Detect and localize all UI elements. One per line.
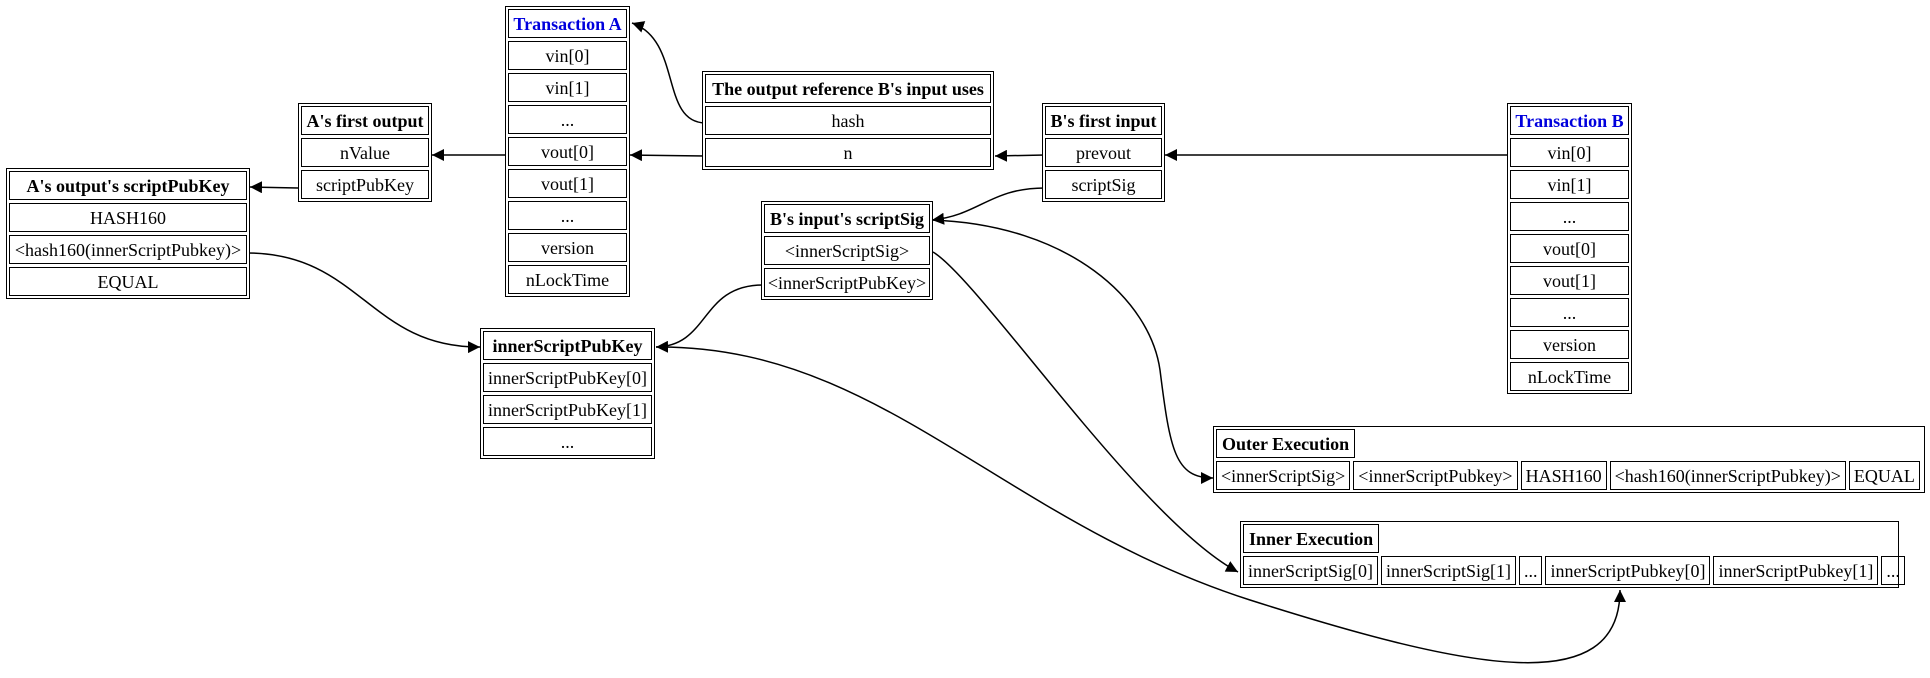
transaction-a-row: ...: [508, 105, 627, 134]
outer-execution-node: Outer Execution <innerScriptSig> <innerS…: [1213, 426, 1925, 493]
outer-execution-cell: <innerScriptSig>: [1216, 461, 1351, 490]
inner-scriptpubkey-row: innerScriptPubKey[0]: [483, 363, 652, 392]
transaction-b-row: ...: [1510, 202, 1629, 231]
transaction-b-row: ...: [1510, 298, 1629, 327]
transaction-a-row: version: [508, 233, 627, 262]
transaction-b-row: vin[1]: [1510, 170, 1629, 199]
inner-execution-node: Inner Execution innerScriptSig[0] innerS…: [1240, 521, 1905, 588]
b-input-scriptsig-title: B's input's scriptSig: [764, 204, 930, 233]
inner-execution-cell: innerScriptSig[1]: [1380, 556, 1516, 585]
inner-execution-cell: ...: [1881, 556, 1905, 585]
edge-prevout-to-n: [994, 149, 1046, 162]
output-reference-title: The output reference B's input uses: [705, 74, 991, 103]
transaction-a-row: ...: [508, 201, 627, 230]
edge-inner-sig-to-inner-exec: [932, 251, 1239, 573]
a-first-output-row: scriptPubKey: [301, 170, 429, 199]
b-input-scriptsig-node: B's input's scriptSig <innerScriptSig> <…: [761, 201, 933, 300]
b-first-input-row: scriptSig: [1045, 170, 1162, 199]
transaction-a-row: vout[1]: [508, 169, 627, 198]
transaction-b-row: vin[0]: [1510, 138, 1629, 167]
edge-hash-to-tx-a: [631, 21, 706, 124]
transaction-b-row: vout[1]: [1510, 266, 1629, 295]
transaction-a-row: vin[1]: [508, 73, 627, 102]
inner-execution-cell: innerScriptPubkey[0]: [1545, 556, 1711, 585]
b-first-input-row: prevout: [1045, 138, 1162, 167]
b-input-scriptsig-row: <innerScriptSig>: [764, 236, 930, 265]
outer-execution-cell: EQUAL: [1848, 461, 1920, 490]
inner-execution-cell: innerScriptSig[0]: [1243, 556, 1378, 585]
outer-execution-cell: <innerScriptPubkey>: [1353, 461, 1518, 490]
outer-execution-cell: HASH160: [1520, 461, 1607, 490]
a-output-spk-row: EQUAL: [9, 267, 247, 296]
inner-scriptpubkey-row: ...: [483, 427, 652, 456]
transaction-a-node: Transaction A vin[0] vin[1] ... vout[0] …: [505, 6, 630, 297]
a-first-output-node: A's first output nValue scriptPubKey: [298, 103, 432, 202]
transaction-a-title: Transaction A: [508, 9, 627, 38]
b-input-scriptsig-row: <innerScriptPubKey>: [764, 268, 930, 297]
a-output-spk-row: HASH160: [9, 203, 247, 232]
b-first-input-title: B's first input: [1045, 106, 1162, 135]
output-reference-row: n: [705, 138, 991, 167]
edge-b-scriptsig-to-outer-exec: [931, 219, 1214, 484]
transaction-b-row: version: [1510, 330, 1629, 359]
transaction-b-node: Transaction B vin[0] vin[1] ... vout[0] …: [1507, 103, 1632, 394]
output-reference-row: hash: [705, 106, 991, 135]
edge-scriptsig-to-b-input-scriptsig: [931, 187, 1046, 225]
inner-scriptpubkey-row: innerScriptPubKey[1]: [483, 395, 652, 424]
edge-scriptpubkey-to-a-output-spk: [249, 181, 299, 194]
transaction-a-row: vin[0]: [508, 41, 627, 70]
a-output-scriptpubkey-title: A's output's scriptPubKey: [9, 171, 247, 200]
edge-inner-spk-to-inner-exec: [655, 346, 1626, 664]
a-output-scriptpubkey-node: A's output's scriptPubKey HASH160 <hash1…: [6, 168, 250, 299]
edge-inner-spk-field-to-inner-spk: [655, 284, 764, 353]
outer-execution-title: Outer Execution: [1216, 429, 1356, 458]
output-reference-node: The output reference B's input uses hash…: [702, 71, 994, 170]
inner-scriptpubkey-node: innerScriptPubKey innerScriptPubKey[0] i…: [480, 328, 655, 459]
inner-scriptpubkey-title: innerScriptPubKey: [483, 331, 652, 360]
a-output-spk-row: <hash160(innerScriptPubkey)>: [9, 235, 247, 264]
b-first-input-node: B's first input prevout scriptSig: [1042, 103, 1165, 202]
transaction-b-row: nLockTime: [1510, 362, 1629, 391]
inner-execution-cell: ...: [1518, 556, 1543, 585]
transaction-b-title: Transaction B: [1510, 106, 1629, 135]
a-first-output-row: nValue: [301, 138, 429, 167]
inner-execution-title: Inner Execution: [1243, 524, 1380, 553]
a-first-output-title: A's first output: [301, 106, 429, 135]
transaction-a-row: vout[0]: [508, 137, 627, 166]
transaction-b-row: vout[0]: [1510, 234, 1629, 263]
outer-execution-cell: <hash160(innerScriptPubkey)>: [1609, 461, 1846, 490]
inner-execution-cell: innerScriptPubkey[1]: [1713, 556, 1879, 585]
edge-hash160-to-inner-spk: [246, 252, 481, 354]
transaction-a-row: nLockTime: [508, 265, 627, 294]
edge-n-to-vout0: [629, 149, 706, 162]
